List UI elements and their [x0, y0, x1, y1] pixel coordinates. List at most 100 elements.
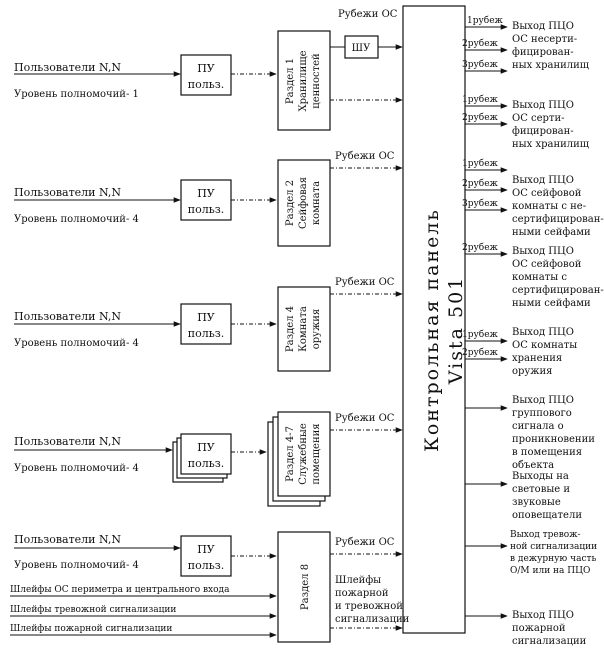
out-line-label-10: 1рубеж [462, 329, 499, 340]
loop-label-1: Шлейфы ОС периметра и центрального входа [10, 585, 230, 595]
rubezh-label-1: Рубежи ОС [338, 9, 398, 20]
level-label-4: Уровень полномочий- 4 [14, 463, 139, 474]
output-2-line-4: ных хранилищ [512, 139, 590, 150]
section-4-line3: помещения [311, 423, 322, 484]
output-9-line-1: Выход ПЦО [512, 610, 574, 621]
user-panel-4-sub: польз. [188, 457, 224, 470]
out-line-label-6: 1рубеж [462, 158, 499, 169]
section-1-line2: Хранилище [298, 50, 309, 111]
output-3-line-2: ОС сейфовой [512, 188, 582, 199]
output-1-line-3: фицирован- [512, 47, 574, 58]
out-line-label-1: 1рубеж [467, 15, 504, 26]
output-3-line-4: сертифицирован- [512, 214, 604, 225]
rubezh-label-3: Рубежи ОС [335, 277, 395, 288]
output-4-line-1: Выход ПЦО [512, 246, 574, 257]
output-7-line-2: световые и [512, 484, 570, 495]
level-label-2: Уровень полномочий- 4 [14, 214, 139, 225]
output-5-line-2: ОС комнаты [512, 340, 577, 351]
section-5-title: Раздел 8 [300, 564, 311, 610]
loop-label-2: Шлейфы тревожной сигнализации [10, 605, 176, 615]
user-panel-4 [180, 433, 232, 475]
output-1-line-1: Выход ПЦО [512, 21, 574, 32]
output-3: Выход ПЦО ОС сейфовой комнаты с не- серт… [512, 175, 604, 238]
control-panel-model: Vista 501 [445, 276, 467, 385]
rubezh-label-2: Рубежи ОС [335, 151, 395, 162]
output-7: Выходы на световые и звуковые оповещател… [512, 471, 582, 521]
section-4-title: Раздел 4-7 [285, 426, 296, 482]
output-9-line-2: пожарной [512, 623, 566, 634]
out-line-label-9: 2рубеж [462, 242, 499, 253]
users-label-4: Пользователи N,N [14, 435, 121, 448]
out-line-label-7: 2рубеж [462, 178, 499, 189]
user-panel-5-title: ПУ [197, 543, 215, 556]
output-4-line-3: комнаты с [512, 272, 567, 283]
shu-label: ШУ [352, 43, 371, 54]
output-9: Выход ПЦО пожарной сигнализации [512, 610, 587, 647]
section-box-3 [277, 286, 331, 372]
output-8-line-2: ной сигнализации [510, 542, 597, 552]
section-1-line3: ценностей [311, 53, 322, 109]
output-6-line-4: проникновении [512, 434, 595, 445]
out-line-label-3: 3рубеж [462, 59, 499, 70]
output-2-line-2: ОС серти- [512, 113, 565, 124]
output-2-line-3: фицирован- [512, 126, 574, 137]
user-panel-5-sub: польз. [188, 559, 224, 572]
output-5-line-4: оружия [512, 366, 552, 377]
output-6-line-5: в помещения [512, 447, 582, 458]
fire-loops-line-2: пожарной [335, 588, 389, 599]
rubezh-label-4: Рубежи ОС [335, 413, 395, 424]
section-box-1 [277, 30, 331, 131]
section-3-line3: оружия [311, 309, 322, 349]
control-panel-title: Контрольная панель [421, 208, 443, 452]
section-box-5 [277, 531, 331, 643]
user-panel-2-title: ПУ [197, 187, 215, 200]
level-label-5: Уровень полномочий- 4 [14, 560, 139, 571]
loop-label-3: Шлейфы пожарной сигнализации [10, 624, 172, 634]
section-4-line2: Служебные [298, 423, 309, 485]
output-3-line-5: ными сейфами [512, 227, 591, 238]
output-7-line-1: Выходы на [512, 471, 569, 482]
section-box-2 [277, 159, 331, 247]
output-8: Выход тревож- ной сигнализации в дежурну… [510, 530, 597, 576]
output-6-line-3: сигнала о [512, 421, 564, 432]
user-panel-1 [180, 54, 232, 96]
section-2-title: Раздел 2 [285, 180, 296, 226]
output-7-line-4: оповещатели [512, 510, 582, 521]
output-5: Выход ПЦО ОС комнаты хранения оружия [512, 327, 577, 377]
output-8-line-1: Выход тревож- [510, 530, 581, 540]
level-label-3: Уровень полномочий- 4 [14, 338, 139, 349]
output-1-line-4: ных хранилищ [512, 60, 590, 71]
section-3-title: Раздел 4 [285, 306, 296, 352]
control-panel-box [402, 5, 466, 634]
out-line-label-2: 2рубеж [462, 38, 499, 49]
user-panel-1-sub: польз. [188, 78, 224, 91]
user-panel-1-title: ПУ [197, 62, 215, 75]
user-panel-3-title: ПУ [197, 311, 215, 324]
user-panel-3-sub: польз. [188, 327, 224, 340]
output-3-line-3: комнаты с не- [512, 201, 586, 212]
output-2: Выход ПЦО ОС серти- фицирован- ных храни… [512, 100, 590, 150]
output-8-line-3: в дежурную часть [510, 554, 596, 564]
section-1-title: Раздел 1 [285, 58, 296, 104]
out-line-label-11: 2рубеж [462, 347, 499, 358]
output-9-line-3: сигнализации [512, 636, 587, 647]
output-1: Выход ПЦО ОС несерти- фицирован- ных хра… [512, 21, 590, 71]
output-4: Выход ПЦО ОС сейфовой комнаты с сертифиц… [512, 246, 604, 309]
section-box-4 [277, 411, 331, 497]
output-4-line-2: ОС сейфовой [512, 259, 582, 270]
output-6-line-1: Выход ПЦО [512, 395, 574, 406]
users-label-3: Пользователи N,N [14, 310, 121, 323]
output-3-line-1: Выход ПЦО [512, 175, 574, 186]
out-line-label-8: 3рубеж [462, 198, 499, 209]
users-label-1: Пользователи N,N [14, 61, 121, 74]
output-1-line-2: ОС несерти- [512, 34, 577, 45]
output-5-line-3: хранения [512, 353, 562, 364]
output-6-line-6: объекта [512, 460, 554, 471]
rubezh-label-5: Рубежи ОС [335, 537, 395, 548]
section-2-line3: комната [311, 181, 322, 225]
output-7-line-3: звуковые [512, 497, 561, 508]
output-8-line-4: О/М или на ПЦО [510, 566, 590, 576]
section-3-line2: Комната [298, 306, 309, 352]
fire-loops-line-3: и тревожной [335, 601, 403, 612]
